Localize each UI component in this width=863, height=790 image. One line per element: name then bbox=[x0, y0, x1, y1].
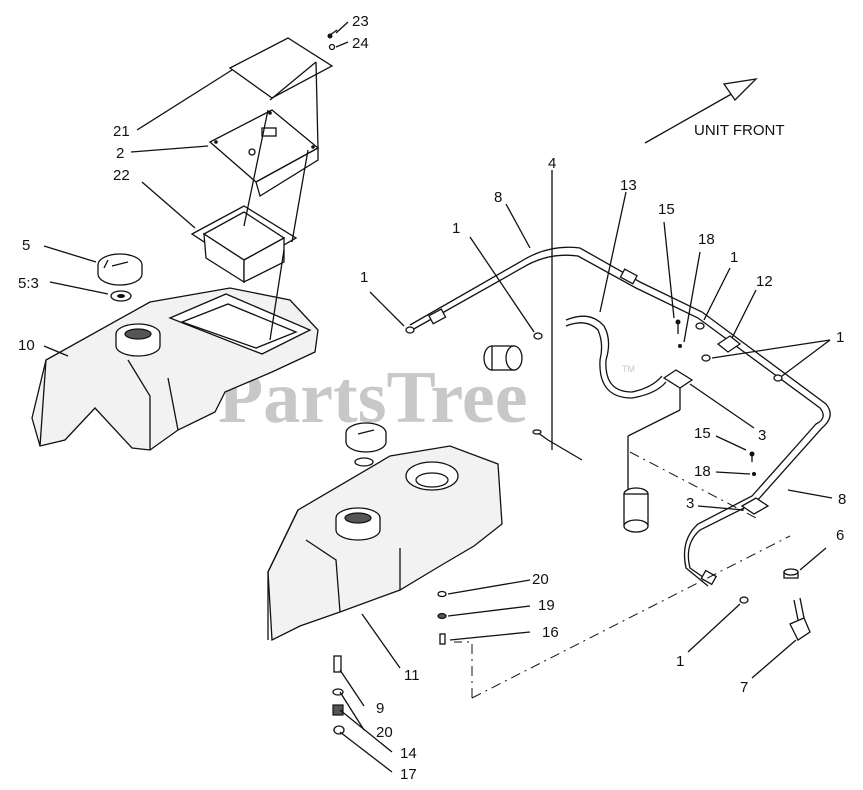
callout-8-right: 8 bbox=[838, 491, 846, 508]
washer-part-18-top bbox=[678, 344, 682, 348]
callout-21: 21 bbox=[113, 123, 130, 140]
callout-2: 2 bbox=[116, 145, 124, 162]
hose-clamps-part-1 bbox=[405, 322, 783, 604]
callout-20-bottom: 20 bbox=[376, 724, 393, 741]
callout-22: 22 bbox=[113, 167, 130, 184]
fuel-cap-part-5 bbox=[97, 253, 143, 286]
tray-part-22 bbox=[190, 205, 298, 284]
unit-front-arrow bbox=[644, 78, 758, 144]
screw-part-15-mid bbox=[749, 451, 755, 462]
washer-part-20-top bbox=[437, 590, 447, 598]
callout-7: 7 bbox=[740, 679, 748, 696]
fuel-cap-part-5-lower bbox=[345, 422, 387, 467]
watermark-tm: TM bbox=[622, 364, 635, 374]
callout-19: 19 bbox=[538, 597, 555, 614]
dash-outlines bbox=[454, 451, 791, 699]
clamp-part-3-top bbox=[662, 369, 694, 389]
callout-9: 9 bbox=[376, 700, 384, 717]
callout-1-c: 1 bbox=[730, 249, 738, 266]
callout-1-b: 1 bbox=[360, 269, 368, 286]
callout-18-top: 18 bbox=[698, 231, 715, 248]
decal-part-21 bbox=[228, 37, 334, 99]
screw-part-15-top bbox=[675, 319, 681, 334]
unit-front-label: UNIT FRONT bbox=[694, 122, 785, 139]
callout-14: 14 bbox=[400, 745, 417, 762]
washer-part-24 bbox=[328, 43, 336, 51]
callout-3-mid: 3 bbox=[686, 495, 694, 512]
callout-23: 23 bbox=[352, 13, 369, 30]
callout-11: 11 bbox=[404, 667, 420, 684]
screw-part-23 bbox=[327, 29, 338, 39]
callout-1-a: 1 bbox=[452, 220, 460, 237]
nut-part-14 bbox=[332, 704, 344, 716]
fuel-hose-part-13 bbox=[565, 315, 667, 399]
elbow-part-6 bbox=[783, 568, 799, 579]
callout-5: 5 bbox=[22, 237, 30, 254]
callout-5-3: 5:3 bbox=[18, 275, 39, 292]
filter-part-4 bbox=[483, 345, 523, 371]
callout-15-top: 15 bbox=[658, 201, 675, 218]
tie-part-4 bbox=[532, 170, 583, 461]
fuel-pump-part-fuel bbox=[623, 384, 681, 533]
fuel-tank-part-10 bbox=[31, 287, 319, 451]
callout-1-e: 1 bbox=[676, 653, 684, 670]
callout-13: 13 bbox=[620, 177, 637, 194]
callout-17: 17 bbox=[400, 766, 417, 783]
callouts: 23 24 21 2 22 5 5:3 10 8 4 13 1 1 15 18 … bbox=[18, 13, 846, 783]
washer-part-19 bbox=[437, 612, 447, 620]
callout-20-top: 20 bbox=[532, 571, 549, 588]
tee-fitting-part-12 bbox=[716, 335, 742, 353]
valve-part-7 bbox=[789, 597, 811, 641]
cover-plate-part-2 bbox=[208, 109, 320, 198]
clamp-part-3-mid bbox=[740, 497, 770, 515]
callout-15-mid: 15 bbox=[694, 425, 711, 442]
fuel-tank-part-11 bbox=[267, 445, 503, 642]
washer-part-18-mid bbox=[752, 472, 756, 476]
callout-12: 12 bbox=[756, 273, 773, 290]
bolt-part-16 bbox=[439, 633, 446, 645]
leader-lines bbox=[43, 21, 833, 773]
callout-18-mid: 18 bbox=[694, 463, 711, 480]
callout-4: 4 bbox=[548, 155, 556, 172]
callout-8-top: 8 bbox=[494, 189, 502, 206]
screw-part-17 bbox=[333, 725, 345, 735]
callout-24: 24 bbox=[352, 35, 369, 52]
callout-6: 6 bbox=[836, 527, 844, 544]
spacer-part-9 bbox=[333, 655, 342, 673]
callout-3-top: 3 bbox=[758, 427, 766, 444]
callout-10: 10 bbox=[18, 337, 35, 354]
callout-1-d: 1 bbox=[836, 329, 844, 346]
gasket-part-5-3 bbox=[110, 290, 132, 302]
callout-16: 16 bbox=[542, 624, 559, 641]
